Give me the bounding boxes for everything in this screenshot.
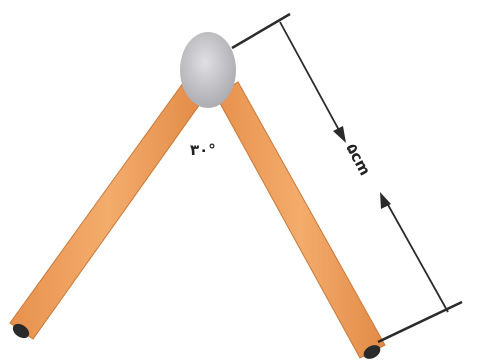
length-label: ۵cm xyxy=(342,140,374,178)
arrowhead-icon xyxy=(333,126,346,143)
angle-label: ۳۰° xyxy=(190,141,216,159)
arrowhead-icon xyxy=(380,192,391,209)
dimension-extension-top xyxy=(231,12,291,50)
left-stick-end xyxy=(12,323,30,339)
dimension-arrow-bottom xyxy=(380,192,449,313)
right-stick-end xyxy=(363,345,381,359)
joint-icon xyxy=(180,32,236,108)
dimension-arrow-top xyxy=(279,21,346,143)
left-stick xyxy=(9,82,206,340)
right-stick xyxy=(215,81,386,359)
dimension-extension-bottom xyxy=(377,300,463,344)
